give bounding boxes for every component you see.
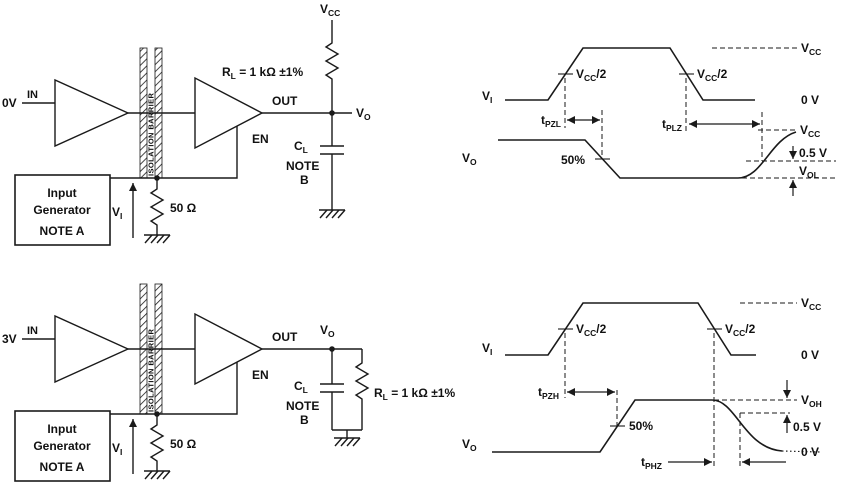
source-resistor-50ohm [150,183,164,231]
output-buffer-triangle [194,312,264,386]
isolation-barrier: ISOLATION BARRIER [139,283,163,415]
ground-symbol [318,209,346,219]
vo-label: VO [356,106,371,122]
junction-dot [154,175,160,181]
isolation-barrier-label: ISOLATION BARRIER [147,92,156,176]
fifty-percent-label: 50% [629,419,653,433]
vo-trace [492,399,783,453]
junction-dot [329,346,335,352]
fifty-percent-label: 50% [561,153,585,167]
tplz-label: tPLZ [662,117,682,133]
measure-arrows [567,116,797,196]
input-generator-box [14,174,111,246]
load-resistor-rl [355,357,369,405]
generator-label: Generator [33,203,91,217]
en-label: EN [252,132,269,146]
vi-trace-label: VI [482,89,492,105]
generator-label: Input [47,422,76,436]
vo-label: VO [320,323,335,339]
r50-label: 50 Ω [170,201,197,215]
vi-trace [505,302,756,356]
vcc-half-label: VCC/2 [725,322,756,338]
output-buffer-triangle [194,76,264,150]
tpzl-label: tPZL [541,113,561,129]
input-buffer-triangle [54,78,130,148]
generator-note-label: NOTE A [40,224,85,238]
generator-label: Input [47,186,76,200]
zero-v-label: 0 V [801,93,819,107]
ground-symbol [143,470,171,480]
in-label: IN [27,89,38,101]
junction-dot [154,411,160,417]
input-generator-box [14,410,111,482]
half-volt-label: 0.5 V [799,146,827,160]
cl-label: CL [294,379,308,395]
r50-label: 50 Ω [170,437,197,451]
ground-symbol [333,437,361,447]
guide-lines [564,47,836,179]
load-capacitor-cl [320,145,344,155]
out-label: OUT [272,330,298,344]
vo-trace-label: VO [462,437,477,453]
waveform-tpzh-tphz: VI VO VCC/2 VCC/2 VCC 0 V tPZH tPHZ 50% … [462,296,822,471]
vi-trace-label: VI [482,341,492,357]
test-circuit-low-input: ISOLATION BARRIER 0V IN RL = 1 kΩ ±1% OU… [2,2,371,246]
source-resistor-50ohm [150,419,164,467]
vcc-half-label: VCC/2 [576,322,607,338]
edge-ticks [558,73,694,160]
ground-symbol [143,234,171,244]
pullup-resistor-rl [325,37,339,85]
note-b-label: NOTE [286,159,319,173]
vcc-asymptote-label: VCC [800,123,820,139]
half-volt-label: 0.5 V [793,420,821,434]
edge-ticks [558,328,722,427]
zero-v-label: 0 V [801,348,819,362]
cl-label: CL [294,139,308,155]
waveform-tpzl-tplz: VI VO VCC/2 VCC/2 VCC 0 V tPZL tPLZ 50% … [462,41,836,196]
vcc-level-label: VCC [801,41,821,57]
isolation-barrier: ISOLATION BARRIER [139,47,163,179]
vo-trace-label: VO [462,151,477,167]
input-level-label: 0V [2,96,17,110]
tphz-label: tPHZ [641,455,662,471]
vcc-rail-label: VCC [320,2,340,18]
test-circuit-high-input: ISOLATION BARRIER 3V IN OUT VO CL NOTE B… [2,283,455,482]
vcc-level-label: VCC [801,296,821,312]
note-b-label: B [300,173,309,187]
voh-label: VOH [801,393,822,409]
rl-label: RL = 1 kΩ ±1% [222,65,303,81]
generator-label: Generator [33,439,91,453]
measure-arrows [567,380,791,466]
vol-label: VOL [799,164,819,180]
vi-label: VI [112,205,122,221]
note-b-label: NOTE [286,399,319,413]
vi-trace [505,47,755,101]
load-capacitor-cl [320,383,344,393]
out-label: OUT [272,94,298,108]
vcc-half-label: VCC/2 [697,67,728,83]
rl-label: RL = 1 kΩ ±1% [374,386,455,402]
tpzh-label: tPZH [538,385,559,401]
generator-note-label: NOTE A [40,460,85,474]
note-b-label: B [300,413,309,427]
vo-trace [498,131,797,179]
junction-dot [329,110,335,116]
vcc-half-label: VCC/2 [576,67,607,83]
input-buffer-triangle [54,314,130,384]
en-label: EN [252,368,269,382]
vi-label: VI [112,441,122,457]
in-label: IN [27,325,38,337]
zero-v-label: 0 V [801,445,819,459]
input-level-label: 3V [2,332,17,346]
guide-lines [564,302,797,468]
isolation-barrier-label: ISOLATION BARRIER [147,328,156,412]
